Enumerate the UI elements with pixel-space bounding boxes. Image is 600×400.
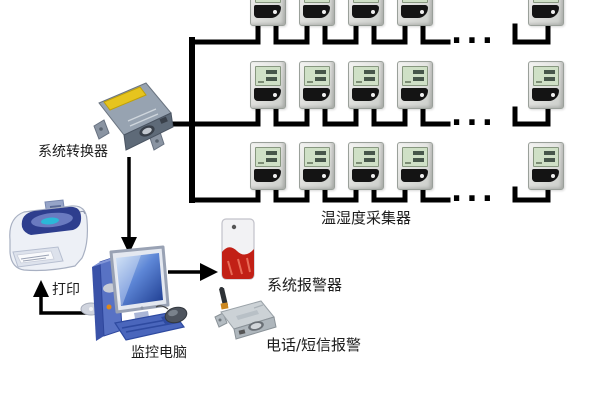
bus-row-3	[189, 186, 551, 203]
sensor-indicator-band	[401, 5, 428, 18]
arrow-computer-to-printer-line	[39, 297, 88, 315]
sensor-indicator-band	[401, 169, 428, 182]
temperature-humidity-sensor	[528, 0, 564, 26]
temperature-humidity-sensor	[250, 0, 286, 26]
sensor-indicator-band	[401, 88, 428, 101]
temperature-humidity-sensor	[397, 61, 433, 109]
sms-alarm-label: 电话/短信报警	[266, 336, 362, 354]
sensor-lcd	[255, 147, 281, 167]
sensor-indicator-band	[352, 88, 379, 101]
temperature-humidity-sensor	[397, 142, 433, 190]
sensor-indicator-band	[303, 169, 330, 182]
temperature-humidity-sensor	[250, 61, 286, 109]
sensor-lcd	[533, 0, 559, 3]
sensor-lcd	[402, 147, 428, 167]
sensor-indicator-band	[352, 169, 379, 182]
sensor-lcd	[402, 0, 428, 3]
antenna	[219, 288, 228, 306]
temperature-humidity-sensor	[528, 61, 564, 109]
converter-label: 系统转换器	[38, 144, 108, 160]
sensor-lcd	[402, 66, 428, 86]
sms-modem-device	[214, 287, 277, 340]
arrow-heads	[33, 237, 218, 297]
temperature-humidity-sensor	[348, 61, 384, 109]
ellipsis-row-2: ...	[451, 98, 497, 133]
monitoring-computer	[80, 245, 188, 341]
ellipsis-row-1: ...	[451, 16, 497, 51]
temperature-humidity-sensor	[250, 142, 286, 190]
arrowhead-down-icon	[121, 237, 137, 254]
temperature-humidity-sensor	[348, 0, 384, 26]
sensor-lcd	[533, 66, 559, 86]
sensor-indicator-band	[303, 88, 330, 101]
arrowhead-right-icon	[200, 263, 218, 281]
sensor-lcd	[304, 0, 330, 3]
sensor-indicator-band	[254, 5, 281, 18]
temperature-humidity-sensor	[528, 142, 564, 190]
bus-ellipsis-marks: ... ... ...	[451, 16, 497, 209]
system-alarm-device	[221, 218, 255, 280]
sensor-lcd	[255, 66, 281, 86]
sensor-indicator-band	[532, 88, 559, 101]
alarm-label: 系统报警器	[267, 276, 343, 294]
sensor-lcd	[353, 147, 379, 167]
temperature-humidity-sensor	[299, 0, 335, 26]
sensor-bus-wires	[157, 23, 551, 203]
system-converter-device	[93, 82, 174, 151]
temperature-humidity-sensor	[299, 61, 335, 109]
sensor-indicator-band	[532, 169, 559, 182]
sensor-indicator-band	[352, 5, 379, 18]
sensor-indicator-band	[254, 169, 281, 182]
sensor-lcd	[533, 147, 559, 167]
power-led	[106, 304, 112, 310]
arrowhead-up-icon	[33, 280, 49, 297]
sensor-indicator-band	[532, 5, 559, 18]
bus-row-2	[157, 106, 551, 127]
bus-row-1	[189, 23, 551, 45]
monitor-screen	[116, 253, 163, 306]
temperature-humidity-sensor	[348, 142, 384, 190]
collectors-label: 温湿度采集器	[321, 209, 412, 227]
sensor-lcd	[255, 0, 281, 3]
sensor-lcd	[353, 66, 379, 86]
computer-label: 监控电脑	[131, 345, 187, 361]
sensor-indicator-band	[254, 88, 281, 101]
temperature-humidity-sensor	[299, 142, 335, 190]
ellipsis-row-3: ...	[451, 174, 497, 209]
temperature-humidity-sensor	[397, 0, 433, 26]
sensor-lcd	[353, 0, 379, 3]
sensor-indicator-band	[303, 5, 330, 18]
sensor-lcd	[304, 66, 330, 86]
sensor-lcd	[304, 147, 330, 167]
printer-device	[9, 199, 89, 272]
printer-label: 打印	[52, 282, 80, 298]
flow-arrows	[39, 157, 201, 315]
